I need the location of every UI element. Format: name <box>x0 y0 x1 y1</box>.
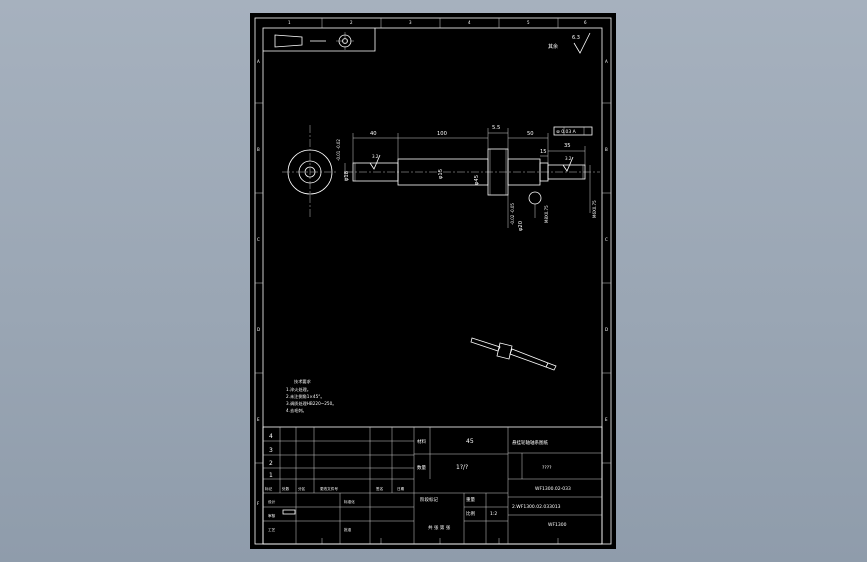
dim-dia-15: φ15 <box>438 169 444 179</box>
engineering-drawing: 1 2 3 4 5 6 A B C D E F A B C D E 其余 6.3 <box>254 17 612 545</box>
svg-text:其余: 其余 <box>548 43 558 50</box>
zone-col-6: 6 <box>584 20 587 25</box>
title-block <box>262 426 603 545</box>
product-code: WF1300 <box>548 522 567 528</box>
dim-40: 40 <box>370 131 377 137</box>
thread-m6: M6X0.75 <box>592 200 597 218</box>
zone-row-d-right: D <box>605 327 608 332</box>
dim-dia-45: φ45 <box>474 175 480 185</box>
zone-col-4: 4 <box>468 20 471 25</box>
zone-col-5: 5 <box>527 20 530 25</box>
zone-col-1: 1 <box>288 20 291 25</box>
svg-text:技术要求: 技术要求 <box>294 378 312 385</box>
header-signature: 签名 <box>376 486 384 491</box>
material-label: 材料 <box>417 438 426 445</box>
projection-symbol <box>263 28 376 52</box>
dim-100: 100 <box>437 131 447 137</box>
zone-col-2: 2 <box>350 20 353 25</box>
material-value: 45 <box>466 438 474 445</box>
zone-row-b-right: B <box>605 147 608 152</box>
dim-dia-18: φ18 <box>344 171 350 181</box>
finish-right: 3.2 <box>565 156 572 161</box>
zone-ticks <box>255 18 611 544</box>
dim-dia-20: φ20 <box>518 221 524 231</box>
outer-border <box>254 17 612 545</box>
scale-label: 比例 <box>466 510 475 517</box>
finish-marks <box>369 154 574 172</box>
count-label: 数量 <box>417 464 426 471</box>
stage-label: 阶段标记 <box>420 496 438 503</box>
row-check: 审核 <box>268 513 276 518</box>
drawing-sheet: 1 2 3 4 5 6 A B C D E F A B C D E 其余 6.3 <box>250 13 616 549</box>
shaft-main-view <box>345 148 600 205</box>
thread-m8: M8X0.75 <box>544 205 549 223</box>
zone-row-a-right: A <box>605 59 608 64</box>
technical-notes: 技术要求 1.淬火处理。 2.未注倒角1×45°。 3.调质处理HB220~25… <box>286 378 336 414</box>
header-zone: 分区 <box>298 486 306 491</box>
scale-value: 1:2 <box>490 511 497 517</box>
part-name: 悬挂轮轴轴系图纸 <box>512 439 548 446</box>
zone-row-d: D <box>257 327 260 332</box>
zone-row-c: C <box>257 237 260 242</box>
finish-left: 3.2 <box>372 154 379 159</box>
weight-label: 重量 <box>466 496 475 503</box>
zone-row-a: A <box>257 59 260 64</box>
drawing-number-2: 2.WF1300.02.033013 <box>512 504 561 510</box>
svg-text:⊚ 0.03 A: ⊚ 0.03 A <box>556 129 577 135</box>
header-change-doc: 更改文件号 <box>320 486 338 491</box>
shaft-end-view <box>282 125 338 218</box>
zone-col-3: 3 <box>409 20 412 25</box>
sheet-marks: ???? <box>542 465 552 471</box>
header-count: 处数 <box>282 486 290 491</box>
isometric-shaft <box>470 337 557 371</box>
tol-dia-18: -0.01 -0.02 <box>336 139 341 161</box>
rev-row-1: 1 <box>269 472 273 479</box>
sheets-label: 共 张 第 张 <box>428 524 451 531</box>
zone-row-c-right: C <box>605 237 608 242</box>
zone-row-f: F <box>257 501 260 506</box>
drawing-number-1: WF1300.02-033 <box>535 486 571 492</box>
row-process: 工艺 <box>268 527 276 532</box>
zone-row-e: E <box>257 417 260 422</box>
sign-approve: 批准 <box>344 527 352 532</box>
header-mark: 标记 <box>265 486 273 491</box>
svg-text:2.未注倒角1×45°。: 2.未注倒角1×45°。 <box>286 393 325 400</box>
row-design: 设计 <box>268 499 276 504</box>
dim-35: 35 <box>564 143 571 149</box>
dim-5-5: 5.5 <box>492 125 500 131</box>
tol-dia-20: -0.02 -0.05 <box>510 203 515 225</box>
sign-standard: 标准化 <box>344 499 355 504</box>
count-value: 1?/? <box>456 464 468 471</box>
zone-row-e-right: E <box>605 417 608 422</box>
svg-text:4.去毛刺。: 4.去毛刺。 <box>286 407 307 414</box>
dimension-lines <box>344 128 591 228</box>
svg-text:6.3: 6.3 <box>572 35 580 41</box>
rev-row-2: 2 <box>269 460 273 467</box>
svg-text:1.淬火处理。: 1.淬火处理。 <box>286 386 311 393</box>
header-date: 日期 <box>397 486 405 491</box>
roughness-symbol: 其余 6.3 <box>548 32 591 54</box>
zone-row-b: B <box>257 147 260 152</box>
dim-15: 15 <box>540 149 547 155</box>
dim-50: 50 <box>527 131 534 137</box>
rev-row-4: 4 <box>269 433 273 440</box>
svg-text:3.调质处理HB220~250。: 3.调质处理HB220~250。 <box>286 400 336 407</box>
rev-row-3: 3 <box>269 447 273 454</box>
geometric-tolerance-frame: ⊚ 0.03 A <box>553 126 593 136</box>
